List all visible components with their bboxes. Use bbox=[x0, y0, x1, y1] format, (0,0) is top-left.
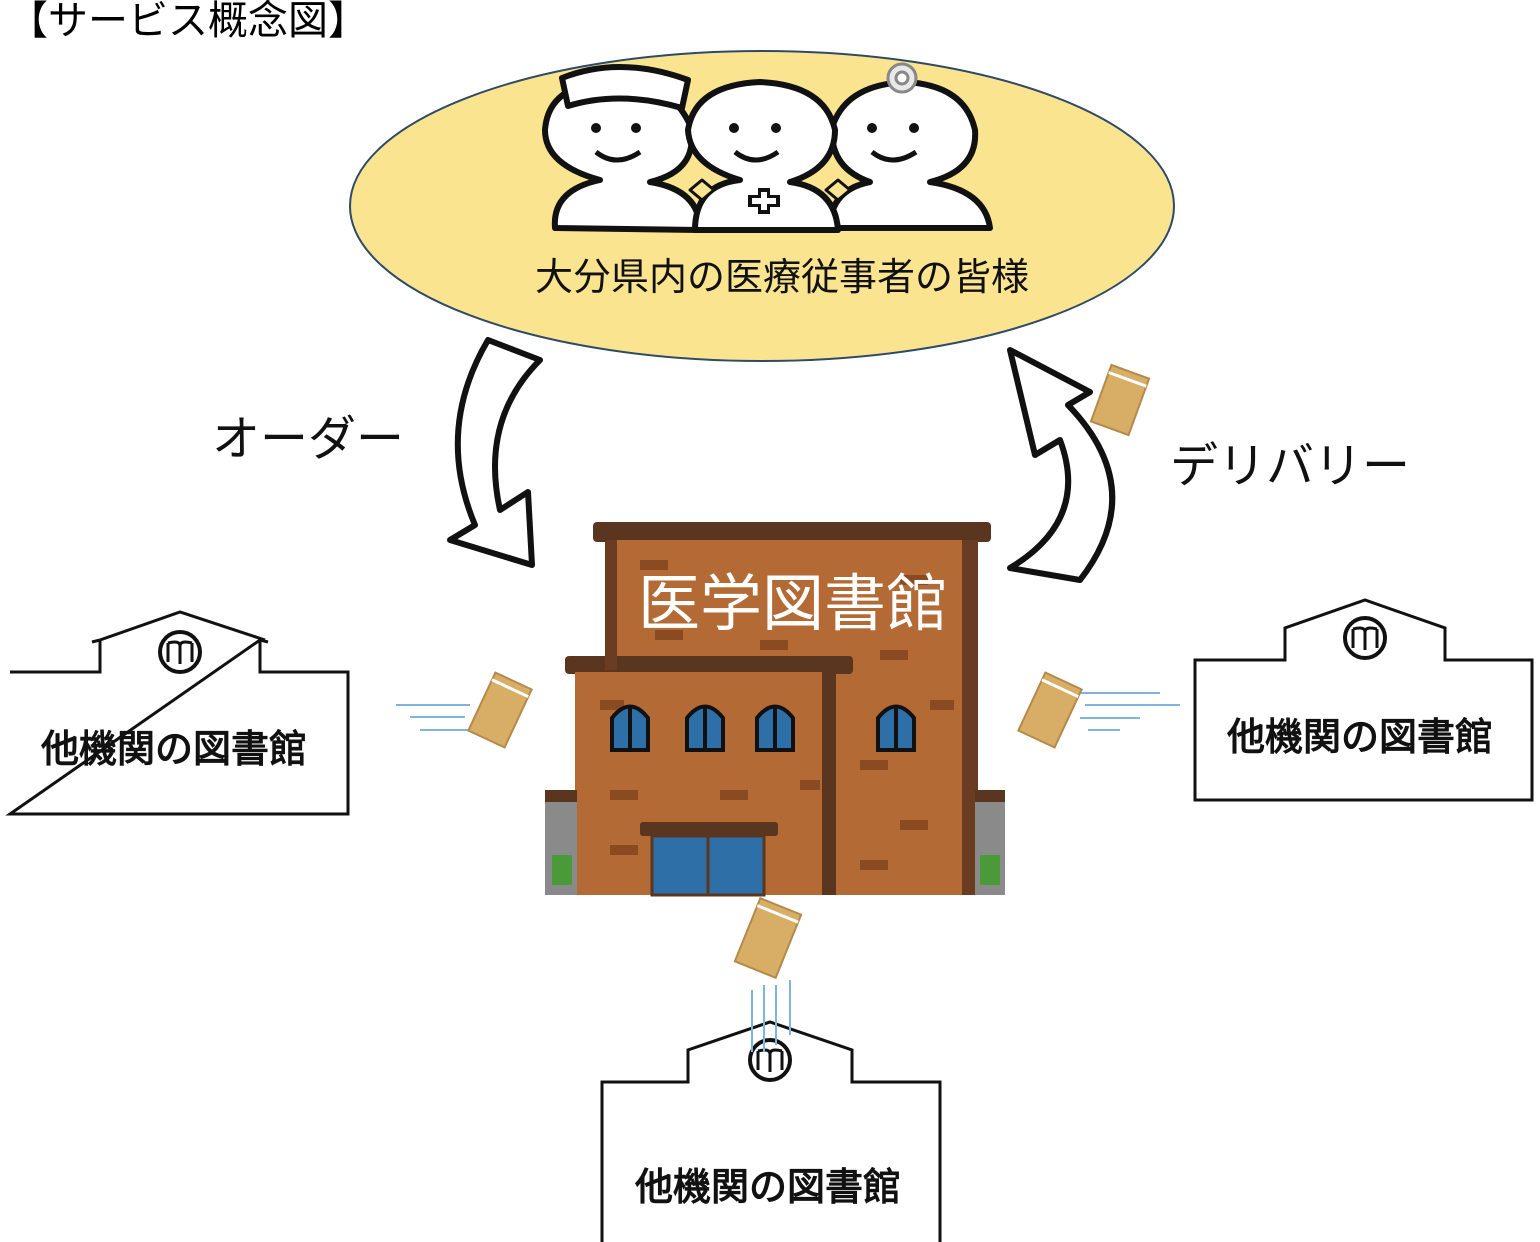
curved-arrow-icon bbox=[447, 337, 543, 568]
book-icon bbox=[1343, 616, 1387, 660]
delivery-arrow: デリバリー bbox=[1007, 347, 1410, 583]
delivery-label: デリバリー bbox=[1170, 438, 1410, 494]
envelope-bottom bbox=[733, 896, 803, 1052]
users-label: 大分県内の医療従事者の皆様 bbox=[535, 255, 1029, 299]
envelope-icon bbox=[1089, 363, 1151, 437]
order-arrow: オーダー bbox=[212, 337, 543, 568]
medical-library-building: 医学図書館 bbox=[545, 522, 1005, 897]
book-icon bbox=[748, 1038, 792, 1082]
other-library-right: 他機関の図書館 bbox=[1193, 598, 1534, 802]
order-label: オーダー bbox=[212, 411, 404, 467]
envelope-icon bbox=[467, 671, 533, 749]
book-icon bbox=[158, 630, 202, 674]
envelope-icon bbox=[1017, 671, 1083, 749]
other-library-bottom: 他機関の図書館 bbox=[600, 1020, 942, 1242]
diagram-title: 【サービス概念図】 bbox=[8, 0, 368, 44]
users-group: 大分県内の医療従事者の皆様 bbox=[349, 50, 1175, 362]
medical-library-label: 医学図書館 bbox=[638, 567, 948, 640]
medical-staff-icon bbox=[542, 62, 993, 233]
envelope-left bbox=[396, 671, 533, 749]
other-library-label-right: 他機関の図書館 bbox=[1226, 715, 1493, 759]
curved-arrow-icon bbox=[1007, 347, 1116, 583]
other-library-label-bottom: 他機関の図書館 bbox=[634, 1165, 901, 1209]
envelope-icon bbox=[733, 896, 803, 980]
other-library-label-left: 他機関の図書館 bbox=[40, 727, 307, 771]
other-library-left: 他機関の図書館 bbox=[5, 610, 350, 816]
envelope-right bbox=[1017, 671, 1180, 749]
